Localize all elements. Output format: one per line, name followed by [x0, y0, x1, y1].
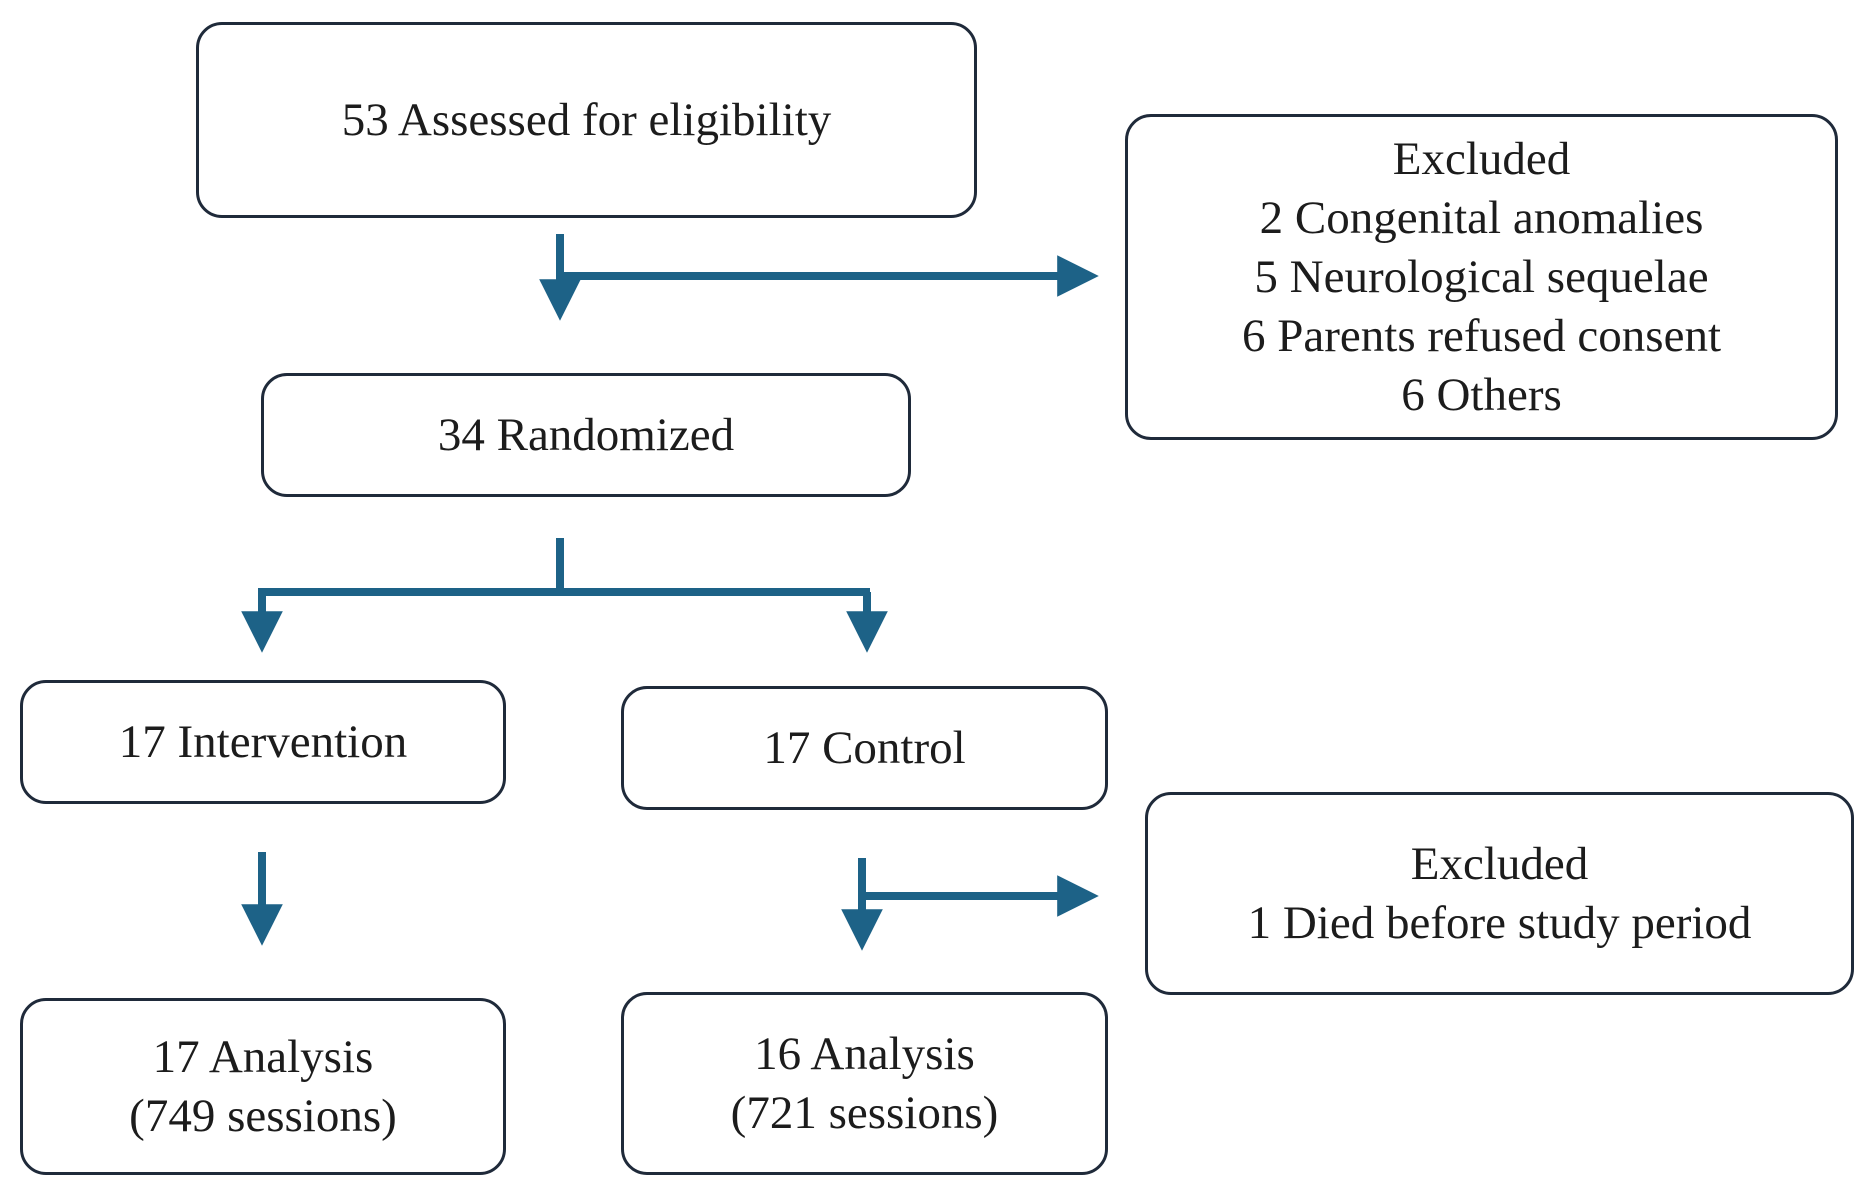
excluded-followup-heading: Excluded [1410, 837, 1589, 890]
analysis-control-box: 16 Analysis (721 sessions) [621, 992, 1108, 1175]
excluded-reason-neurological: 5 Neurological sequelae [1254, 250, 1709, 303]
intervention-text: 17 Intervention [118, 715, 408, 768]
control-box: 17 Control [621, 686, 1108, 810]
assessed-for-eligibility-box: 53 Assessed for eligibility [196, 22, 977, 218]
intervention-box: 17 Intervention [20, 680, 506, 804]
analysis-intervention-box: 17 Analysis (749 sessions) [20, 998, 506, 1175]
excluded-followup-reason: 1 Died before study period [1247, 896, 1752, 949]
excluded-heading: Excluded [1392, 132, 1571, 185]
excluded-enrollment-box: Excluded 2 Congenital anomalies 5 Neurol… [1125, 114, 1838, 440]
analysis-intervention-count: 17 Analysis [152, 1030, 374, 1083]
control-text: 17 Control [763, 721, 966, 774]
excluded-reason-others: 6 Others [1401, 368, 1562, 421]
randomized-text: 34 Randomized [437, 408, 735, 461]
analysis-control-sessions: (721 sessions) [730, 1086, 999, 1139]
arrow-randomization-split [241, 538, 888, 653]
excluded-followup-box: Excluded 1 Died before study period [1145, 792, 1854, 995]
excluded-reason-refused-consent: 6 Parents refused consent [1242, 309, 1721, 362]
analysis-intervention-sessions: (749 sessions) [129, 1089, 397, 1142]
excluded-reason-congenital: 2 Congenital anomalies [1259, 191, 1704, 244]
randomized-box: 34 Randomized [261, 373, 911, 497]
assessed-text: 53 Assessed for eligibility [341, 93, 832, 146]
analysis-control-count: 16 Analysis [754, 1027, 975, 1080]
